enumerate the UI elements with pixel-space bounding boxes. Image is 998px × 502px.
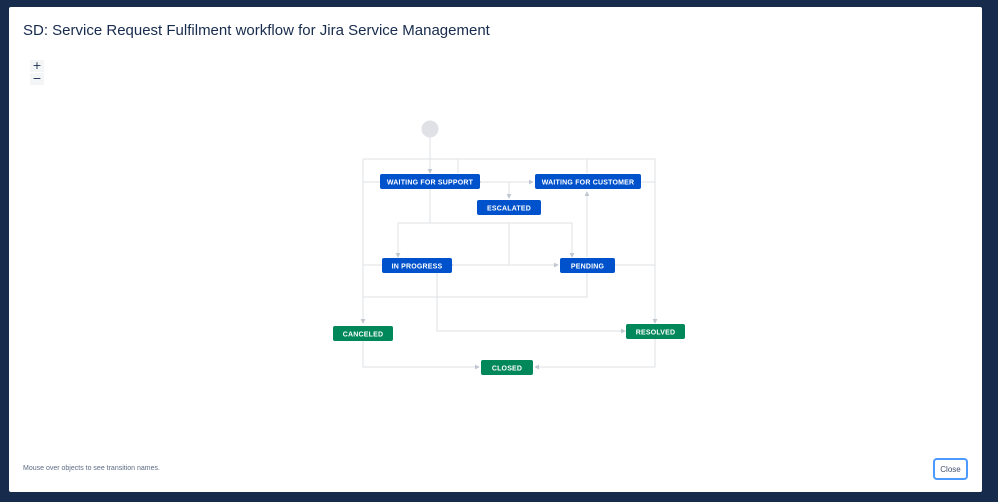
status-resolved-label: RESOLVED (636, 330, 676, 337)
transition-escalated-pending[interactable] (430, 222, 575, 258)
workflow-diagram[interactable]: WAITING FOR SUPPORT WAITING FOR CUSTOMER… (9, 7, 982, 492)
status-pending[interactable]: PENDING (560, 258, 615, 273)
transition-resolved-closed[interactable] (534, 339, 656, 370)
status-closed-label: CLOSED (492, 366, 522, 373)
status-in-progress[interactable]: IN PROGRESS (382, 258, 452, 273)
status-waiting-for-support-label: WAITING FOR SUPPORT (387, 180, 474, 187)
dialog-title: SD: Service Request Fulfilment workflow … (23, 22, 490, 39)
status-escalated-label: ESCALATED (487, 206, 531, 213)
transition-connectors (360, 137, 658, 370)
transition-pending-loop[interactable] (363, 273, 588, 298)
status-closed[interactable]: CLOSED (481, 360, 533, 375)
status-waiting-for-customer-label: WAITING FOR CUSTOMER (542, 180, 635, 187)
start-node (421, 120, 439, 138)
status-waiting-for-customer[interactable]: WAITING FOR CUSTOMER (535, 174, 641, 189)
hover-hint: Mouse over objects to see transition nam… (23, 465, 160, 472)
transition-progress-resolved[interactable] (434, 268, 626, 334)
close-button[interactable]: Close (934, 459, 967, 479)
status-escalated[interactable]: ESCALATED (477, 200, 541, 215)
transition-canceled-closed[interactable] (362, 341, 480, 370)
transition-frame[interactable] (363, 158, 658, 324)
status-canceled[interactable]: CANCELED (333, 326, 393, 341)
status-in-progress-label: IN PROGRESS (392, 264, 443, 271)
status-resolved[interactable]: RESOLVED (626, 324, 685, 339)
status-canceled-label: CANCELED (343, 332, 384, 339)
transition-support-down[interactable] (395, 189, 431, 258)
zoom-in-button[interactable]: + (30, 60, 44, 72)
status-pending-label: PENDING (571, 264, 605, 271)
workflow-dialog: SD: Service Request Fulfilment workflow … (9, 7, 982, 492)
status-waiting-for-support[interactable]: WAITING FOR SUPPORT (380, 174, 480, 189)
zoom-out-button[interactable]: − (30, 73, 44, 85)
